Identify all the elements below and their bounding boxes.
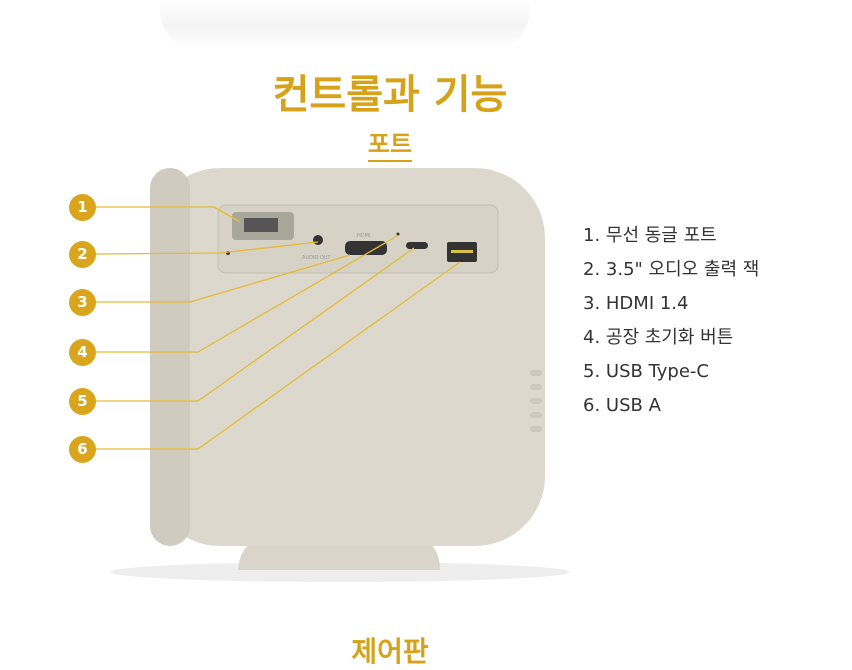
hdmi-label: HDMI: [357, 233, 370, 239]
list-item: 2. 3.5" 오디오 출력 잭: [583, 259, 760, 280]
list-item: 5. USB Type-C: [583, 361, 709, 382]
list-item: 1. 무선 동글 포트: [583, 225, 717, 246]
section-subtitle: 포트: [0, 124, 780, 162]
usb-a-contacts: [451, 250, 473, 253]
callout-badge-4: 4: [69, 339, 96, 366]
list-item: 4. 공장 초기화 버튼: [583, 327, 734, 348]
callout-badge-2: 2: [69, 241, 96, 268]
list-item: 3. HDMI 1.4: [583, 293, 689, 314]
hdmi-port: [345, 241, 387, 255]
callout-lines: [95, 206, 461, 450]
list-item: 6. USB A: [583, 395, 661, 416]
floor-shadow: [110, 562, 570, 582]
callout-badge-5: 5: [69, 388, 96, 415]
projector-lens-side: [150, 168, 190, 546]
page-title: 컨트롤과 기능: [272, 72, 508, 118]
port-list: 1. 무선 동글 포트 2. 3.5" 오디오 출력 잭 3. HDMI 1.4…: [583, 224, 759, 428]
usb-c-port: [406, 242, 428, 249]
vent-grille: [530, 370, 542, 432]
callout-badge-1: 1: [69, 194, 96, 221]
callout-badge-6: 6: [69, 436, 96, 463]
reset-button: [396, 232, 400, 236]
callout-badge-3: 3: [69, 289, 96, 316]
audio-jack: [313, 235, 323, 245]
next-section-title: 제어판: [351, 635, 429, 668]
subtitle-text: 포트: [367, 130, 413, 162]
previous-image-shadow: [160, 0, 530, 50]
dongle-slot: [244, 218, 278, 232]
audio-label: AUDIO OUT: [302, 255, 332, 261]
